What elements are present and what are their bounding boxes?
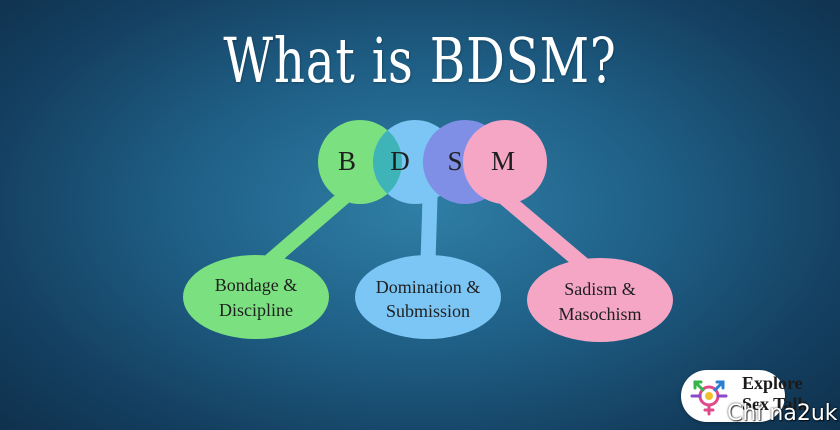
connector-m <box>492 186 593 274</box>
branch-node-domination <box>355 255 501 339</box>
branch-label-domination-line1: Domination & <box>376 277 481 297</box>
venn-circle-m <box>463 120 547 204</box>
gender-symbols-icon <box>690 380 728 416</box>
branch-label-bondage-line1: Bondage & <box>215 275 298 295</box>
connector-b <box>254 184 358 276</box>
branch-node-bondage <box>183 255 329 339</box>
venn-letter-d: D <box>390 146 410 176</box>
page-title: What is BDSM? <box>223 24 617 97</box>
branch-node-sadism <box>527 258 673 342</box>
branch-label-sadism-line1: Sadism & <box>564 279 636 299</box>
branch-label-domination-line2: Submission <box>386 301 470 321</box>
watermark-text: Chi na2uk <box>727 401 838 426</box>
venn-overlap-ds <box>423 120 457 204</box>
explore-sex-talk-logo: Explore Sex Talk <box>681 368 831 426</box>
logo-text-line2: Sex Talk <box>742 394 808 414</box>
venn-overlap-bd <box>373 120 402 204</box>
logo-text-line1: Explore <box>742 373 803 393</box>
branch-label-bondage-line2: Discipline <box>219 300 293 320</box>
venn-letter-s: S <box>447 146 462 176</box>
connector-d <box>420 190 438 270</box>
venn-letter-m: M <box>491 146 515 176</box>
branch-label-sadism-line2: Masochism <box>559 304 642 324</box>
venn-letter-b: B <box>338 146 356 176</box>
